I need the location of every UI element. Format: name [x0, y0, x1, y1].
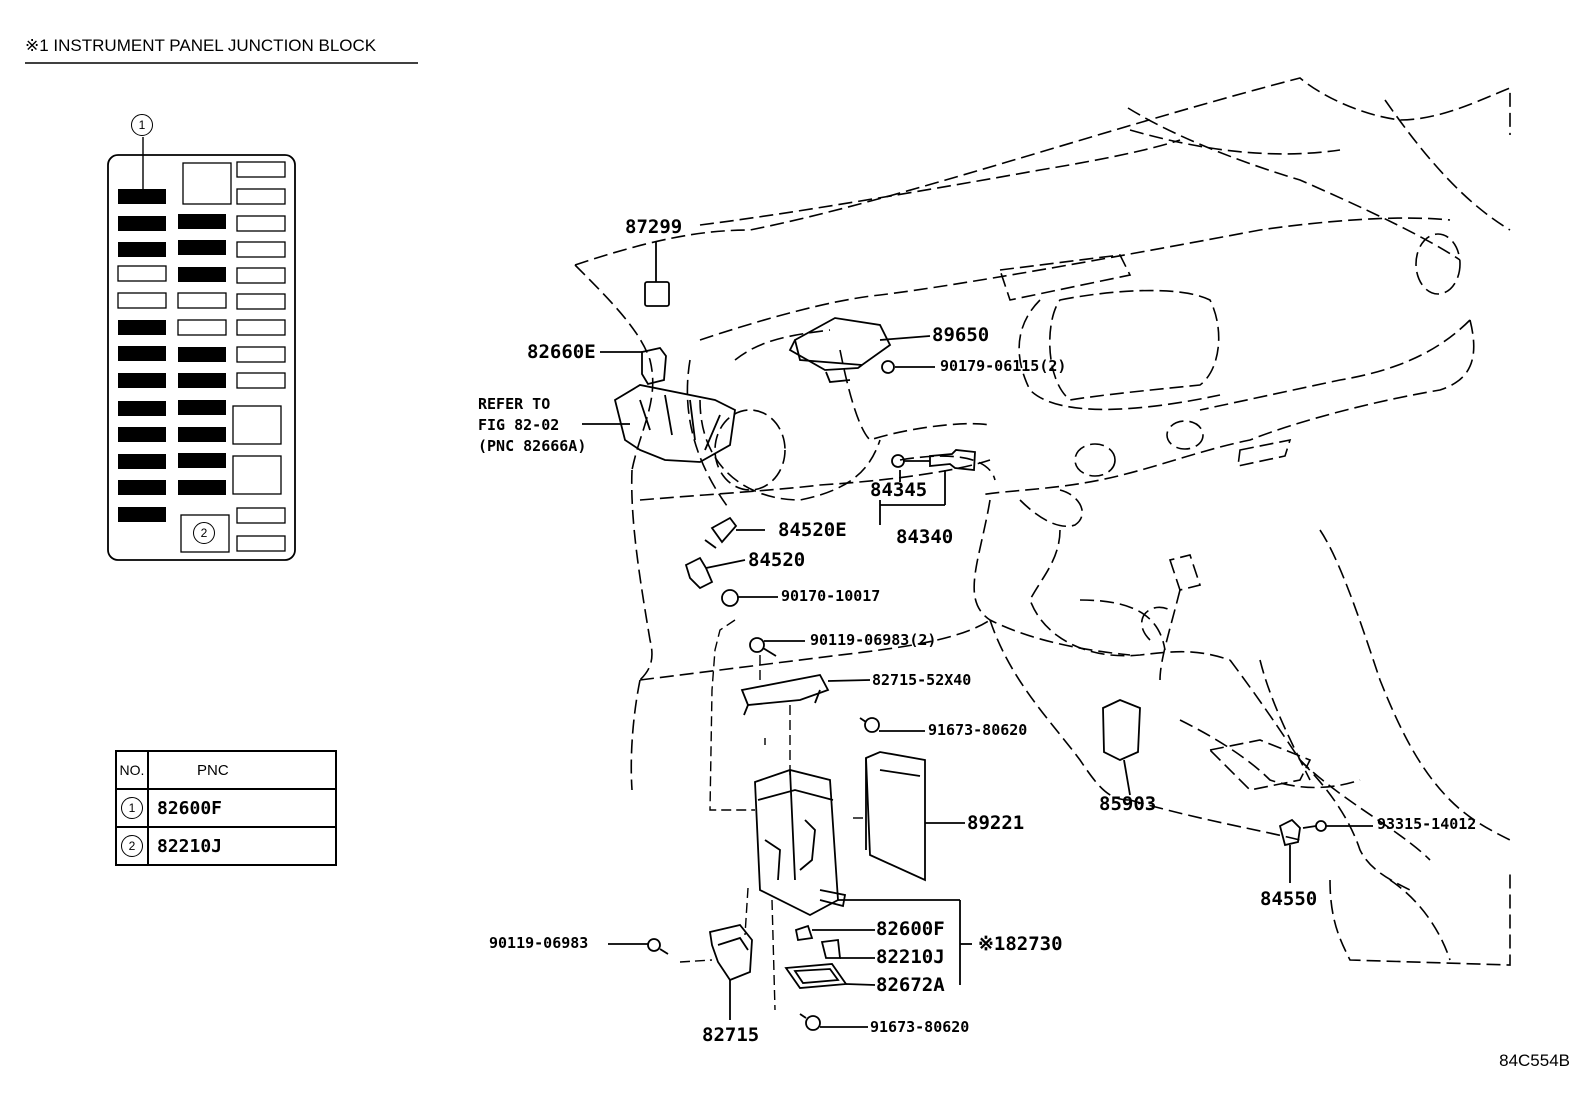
part-label-89221[interactable]: 89221: [967, 812, 1025, 834]
part-sketches: [582, 242, 1373, 1031]
part-label-89650[interactable]: 89650: [932, 324, 990, 346]
part-label-84520[interactable]: 84520: [748, 549, 806, 571]
part-label-85903[interactable]: 85903: [1099, 793, 1157, 815]
header-title: ※1 INSTRUMENT PANEL JUNCTION BLOCK: [25, 36, 377, 55]
part-label-82730[interactable]: ※182730: [978, 933, 1063, 955]
row-no-cell: 1: [115, 788, 149, 828]
col-pnc-header: PNC: [147, 750, 337, 790]
part-label-82672A[interactable]: 82672A: [876, 974, 945, 996]
fuse-marker-2: 2: [193, 522, 215, 544]
row-pnc-cell: 82600F: [147, 788, 337, 828]
row-no-cell: 2: [115, 826, 149, 866]
pnc-table-header: NO. PNC: [115, 750, 337, 790]
diagram-code: 84C554B: [1499, 1051, 1570, 1070]
pnc-table: NO. PNC 1 82600F 2 82210J: [115, 750, 337, 866]
part-label-84340[interactable]: 84340: [896, 526, 954, 548]
refer-note-line3: (PNC 82666A): [478, 437, 587, 455]
fuses-filled: [118, 189, 226, 522]
table-row: 2 82210J: [115, 826, 337, 866]
part-label-91673-80620-lower[interactable]: 91673-80620: [870, 1018, 970, 1036]
part-label-91673-80620-upper[interactable]: 91673-80620: [928, 721, 1028, 739]
fuses-empty: [117, 161, 286, 553]
part-label-90119-06983-2[interactable]: 90119-06983(2): [810, 631, 937, 649]
part-label-84345[interactable]: 84345: [870, 479, 928, 501]
part-label-87299[interactable]: 87299: [625, 216, 683, 238]
part-label-82210J[interactable]: 82210J: [876, 946, 945, 968]
part-label-82660E[interactable]: 82660E: [527, 341, 596, 363]
part-label-84520E[interactable]: 84520E: [778, 519, 847, 541]
part-label-82600F[interactable]: 82600F: [876, 918, 945, 940]
part-label-93315-14012[interactable]: 93315-14012: [1377, 815, 1477, 833]
part-label-82715-52X40[interactable]: 82715-52X40: [872, 671, 972, 689]
fuse-block-drawing: [107, 137, 296, 561]
table-row: 1 82600F: [115, 788, 337, 828]
dashboard-outline: [574, 77, 1511, 966]
fuse-marker-1: 1: [131, 114, 153, 136]
refer-note-line1: REFER TO: [478, 395, 551, 413]
part-label-82715[interactable]: 82715: [702, 1024, 760, 1046]
part-label-84550[interactable]: 84550: [1260, 888, 1318, 910]
part-label-90179-06115[interactable]: 90179-06115(2): [940, 357, 1067, 375]
fuse-block-outline: [107, 154, 296, 561]
col-no-header: NO.: [115, 750, 149, 790]
refer-note-line2: FIG 82-02: [478, 416, 560, 434]
part-label-90170-10017[interactable]: 90170-10017: [781, 587, 881, 605]
row-pnc-cell: 82210J: [147, 826, 337, 866]
assembly-leaders: [679, 619, 866, 1011]
part-label-90119-06983[interactable]: 90119-06983: [489, 934, 589, 952]
refer-note: REFER TO FIG 82-02 (PNC 82666A): [478, 394, 586, 457]
